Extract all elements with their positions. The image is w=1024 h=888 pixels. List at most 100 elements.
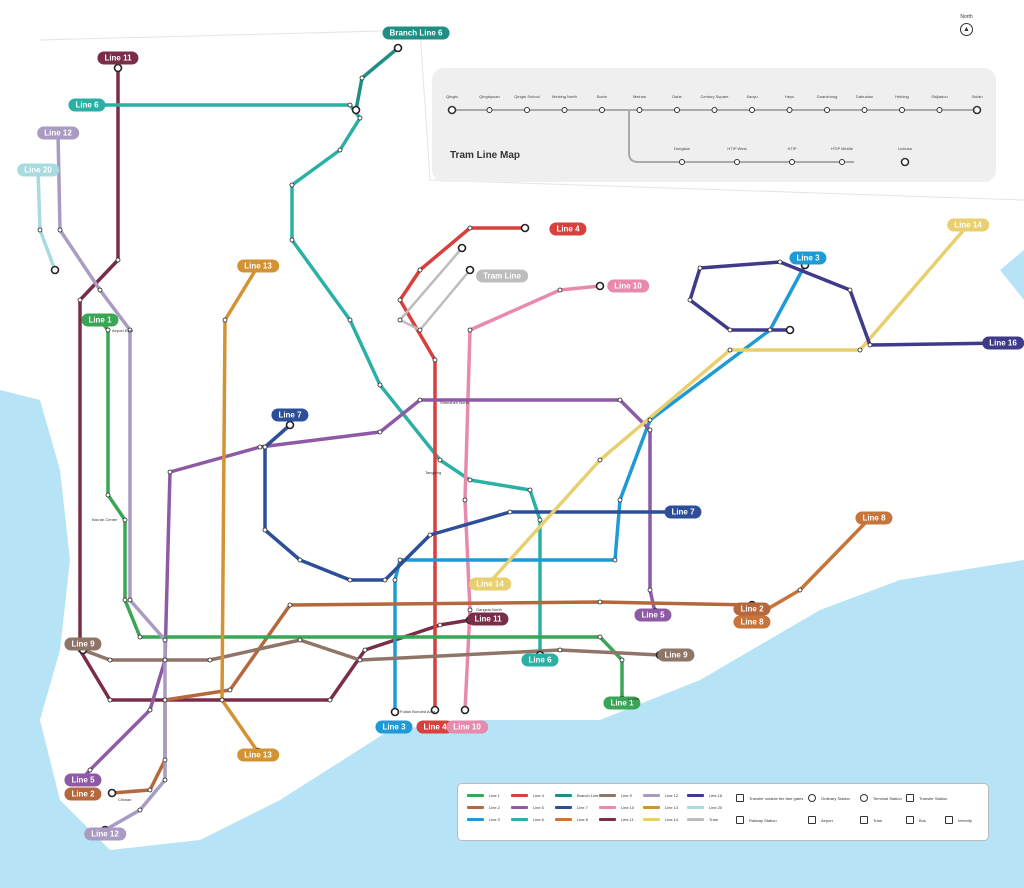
badge-line4[interactable]: Line 4 — [549, 222, 587, 236]
station[interactable] — [219, 697, 225, 703]
badge-line14[interactable]: Line 14 — [469, 577, 511, 591]
station[interactable] — [105, 492, 111, 498]
station[interactable] — [122, 597, 128, 603]
station[interactable] — [467, 477, 473, 483]
badge-line13[interactable]: Line 13 — [237, 748, 279, 762]
badge-line3[interactable]: Line 3 — [789, 251, 827, 265]
station[interactable] — [357, 657, 363, 663]
badge-line7[interactable]: Line 7 — [271, 408, 309, 422]
station[interactable] — [147, 707, 153, 713]
station[interactable] — [359, 75, 365, 81]
terminal-station[interactable] — [595, 281, 605, 291]
station[interactable] — [397, 557, 403, 563]
tram-station[interactable] — [899, 107, 905, 113]
badge-line1[interactable]: Line 1 — [81, 313, 119, 327]
station[interactable] — [867, 342, 873, 348]
badge-line16[interactable]: Line 16 — [982, 336, 1024, 350]
station[interactable] — [417, 267, 423, 273]
badge-line1[interactable]: Line 1 — [603, 696, 641, 710]
terminal-station[interactable] — [393, 43, 403, 53]
terminal-station[interactable] — [520, 223, 530, 233]
tram-station[interactable] — [900, 157, 910, 167]
station[interactable] — [222, 317, 228, 323]
station[interactable] — [289, 237, 295, 243]
station[interactable] — [417, 397, 423, 403]
badge-line10[interactable]: Line 10 — [607, 279, 649, 293]
station[interactable] — [137, 634, 143, 640]
badge-line10[interactable]: Line 10 — [446, 720, 488, 734]
station[interactable] — [162, 757, 168, 763]
station[interactable] — [297, 637, 303, 643]
badge-line7[interactable]: Line 7 — [664, 505, 702, 519]
station[interactable] — [427, 532, 433, 538]
station[interactable] — [687, 297, 693, 303]
badge-line3[interactable]: Line 3 — [375, 720, 413, 734]
station[interactable] — [257, 444, 263, 450]
station[interactable] — [507, 509, 513, 515]
station[interactable] — [617, 497, 623, 503]
station[interactable] — [77, 297, 83, 303]
station[interactable] — [207, 657, 213, 663]
tram-station[interactable] — [711, 107, 718, 113]
station[interactable] — [767, 327, 773, 333]
station[interactable] — [597, 457, 603, 463]
badge-tram[interactable]: Tram Line — [476, 269, 528, 283]
station[interactable] — [105, 327, 111, 333]
station[interactable] — [107, 697, 113, 703]
station[interactable] — [347, 317, 353, 323]
badge-line13[interactable]: Line 13 — [237, 259, 279, 273]
badge-line11[interactable]: Line 11 — [97, 51, 139, 65]
station[interactable] — [557, 647, 563, 653]
station[interactable] — [362, 647, 368, 653]
station[interactable] — [727, 347, 733, 353]
station[interactable] — [537, 517, 543, 523]
terminal-station[interactable] — [465, 265, 475, 275]
badge-line9[interactable]: Line 9 — [64, 637, 102, 651]
badge-line12[interactable]: Line 12 — [37, 126, 79, 140]
tram-station[interactable] — [789, 159, 795, 165]
terminal-station[interactable] — [50, 265, 60, 275]
badge-line2[interactable]: Line 2 — [64, 787, 102, 801]
station[interactable] — [262, 444, 268, 450]
tram-station[interactable] — [861, 107, 868, 113]
station[interactable] — [467, 327, 473, 333]
tram-station[interactable] — [636, 107, 643, 113]
terminal-station[interactable] — [390, 707, 400, 717]
badge-line6[interactable]: Line 6 — [68, 98, 106, 112]
station[interactable] — [137, 807, 143, 813]
station[interactable] — [57, 227, 63, 233]
tram-station[interactable] — [524, 107, 530, 113]
terminal-station[interactable] — [785, 325, 795, 335]
station[interactable] — [647, 427, 653, 433]
station[interactable] — [727, 327, 733, 333]
station[interactable] — [167, 469, 173, 475]
station[interactable] — [347, 577, 353, 583]
badge-line5[interactable]: Line 5 — [64, 773, 102, 787]
tram-station[interactable] — [824, 107, 830, 113]
station[interactable] — [467, 607, 473, 613]
terminal-station[interactable] — [107, 788, 117, 798]
station[interactable] — [777, 259, 783, 265]
station[interactable] — [327, 697, 333, 703]
station[interactable] — [619, 657, 625, 663]
station[interactable] — [797, 587, 803, 593]
station[interactable] — [462, 497, 468, 503]
station[interactable] — [162, 777, 168, 783]
tram-station[interactable] — [674, 107, 680, 113]
station[interactable] — [377, 382, 383, 388]
tram-station[interactable] — [749, 107, 755, 113]
badge-line6[interactable]: Line 6 — [521, 653, 559, 667]
station[interactable] — [647, 417, 653, 423]
station[interactable] — [227, 687, 233, 693]
badge-line2[interactable]: Line 2 — [733, 602, 771, 616]
station[interactable] — [382, 577, 388, 583]
station[interactable] — [857, 347, 863, 353]
station[interactable] — [37, 227, 43, 233]
terminal-station[interactable] — [285, 420, 295, 430]
tram-station[interactable] — [786, 107, 793, 113]
tram-station[interactable] — [972, 105, 982, 115]
station[interactable] — [437, 622, 443, 628]
terminal-station[interactable] — [460, 705, 470, 715]
tram-station[interactable] — [734, 159, 740, 165]
station[interactable] — [647, 587, 653, 593]
